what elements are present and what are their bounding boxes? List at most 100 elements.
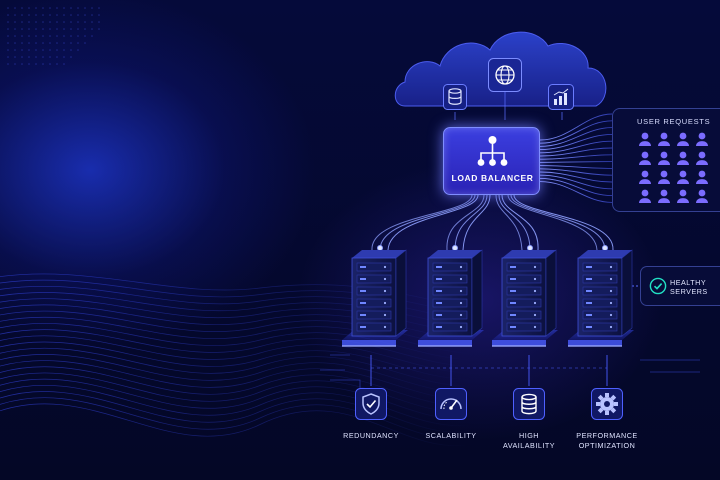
dot: [63, 56, 65, 58]
wave-line: [0, 391, 471, 433]
dot: [21, 21, 23, 23]
dot: [56, 35, 58, 37]
dot: [7, 49, 9, 51]
dot: [14, 35, 16, 37]
user-icon: [696, 189, 708, 203]
dot: [91, 21, 93, 23]
dot: [42, 49, 44, 51]
request-stream-line: [539, 140, 613, 154]
request-stream-line: [539, 171, 613, 183]
server-fibers: [371, 194, 614, 251]
dot: [56, 56, 58, 58]
dot: [77, 14, 79, 16]
dot: [56, 42, 58, 44]
fiber-line: [513, 194, 614, 251]
dot: [14, 63, 16, 65]
dot: [7, 21, 9, 23]
fiber-line: [510, 194, 606, 251]
dot: [28, 7, 30, 9]
user-icon: [639, 151, 651, 165]
fiber-line: [371, 194, 473, 251]
dot: [42, 28, 44, 30]
dot: [84, 14, 86, 16]
dot: [56, 49, 58, 51]
dot: [49, 7, 51, 9]
user-requests-panel: USER REQUESTS: [612, 108, 720, 212]
dot: [70, 28, 72, 30]
user-icon: [639, 170, 651, 184]
dot: [28, 63, 30, 65]
dot: [28, 42, 30, 44]
wave-line: [0, 323, 471, 361]
dot: [91, 28, 93, 30]
globe-icon: [488, 58, 522, 92]
load-balancer-label: LOAD BALANCER: [451, 173, 534, 183]
request-stream-line: [539, 161, 613, 163]
user-icon: [696, 151, 708, 165]
fiber-line: [387, 194, 479, 251]
fiber-line: [498, 194, 531, 251]
dot: [77, 28, 79, 30]
dot: [56, 21, 58, 23]
request-stream-line: [539, 181, 613, 203]
dot: [84, 35, 86, 37]
dot: [49, 28, 51, 30]
server-rack: [418, 249, 484, 347]
dot: [35, 14, 37, 16]
dot: [49, 35, 51, 37]
dot: [77, 7, 79, 9]
dot: [98, 28, 100, 30]
dot: [42, 63, 44, 65]
healthy-servers-label: HEALTHY SERVERS: [670, 278, 708, 296]
dot: [28, 49, 30, 51]
dot: [77, 49, 79, 51]
dot: [63, 28, 65, 30]
dot: [98, 21, 100, 23]
dot: [35, 7, 37, 9]
dot: [84, 7, 86, 9]
dot: [63, 63, 65, 65]
dot: [63, 21, 65, 23]
load-balancer-node: LOAD BALANCER: [443, 127, 540, 195]
user-icon: [658, 170, 670, 184]
dot: [42, 42, 44, 44]
user-icon: [658, 132, 670, 146]
user-icon: [639, 132, 651, 146]
dot: [35, 63, 37, 65]
dot: [28, 35, 30, 37]
dot: [21, 56, 23, 58]
dot: [7, 7, 9, 9]
dot: [7, 63, 9, 65]
dot: [21, 28, 23, 30]
dot: [42, 14, 44, 16]
dot: [21, 42, 23, 44]
user-icon: [658, 189, 670, 203]
wave-line: [0, 378, 471, 420]
server-rack: [492, 249, 558, 347]
dot: [84, 28, 86, 30]
request-streams: [539, 113, 613, 203]
dot: [84, 42, 86, 44]
dot: [14, 21, 16, 23]
healthy-servers-panel: HEALTHY SERVERS: [640, 266, 720, 306]
dot: [56, 14, 58, 16]
shield-check-icon: [355, 388, 387, 420]
dot: [21, 35, 23, 37]
dot: [42, 35, 44, 37]
user-icon: [677, 132, 689, 146]
request-stream-line: [539, 154, 613, 160]
gauge-icon: [435, 388, 467, 420]
dot: [49, 21, 51, 23]
wave-line: [0, 354, 471, 393]
database-icon: [513, 388, 545, 420]
wave-line: [0, 335, 471, 374]
dot: [91, 7, 93, 9]
fiber-line: [462, 194, 491, 251]
dot: [91, 14, 93, 16]
request-stream-line: [539, 165, 613, 169]
dot: [7, 42, 9, 44]
feature-label-redundancy: REDUNDANCY: [343, 431, 399, 440]
wave-line: [0, 385, 471, 426]
dot: [35, 49, 37, 51]
